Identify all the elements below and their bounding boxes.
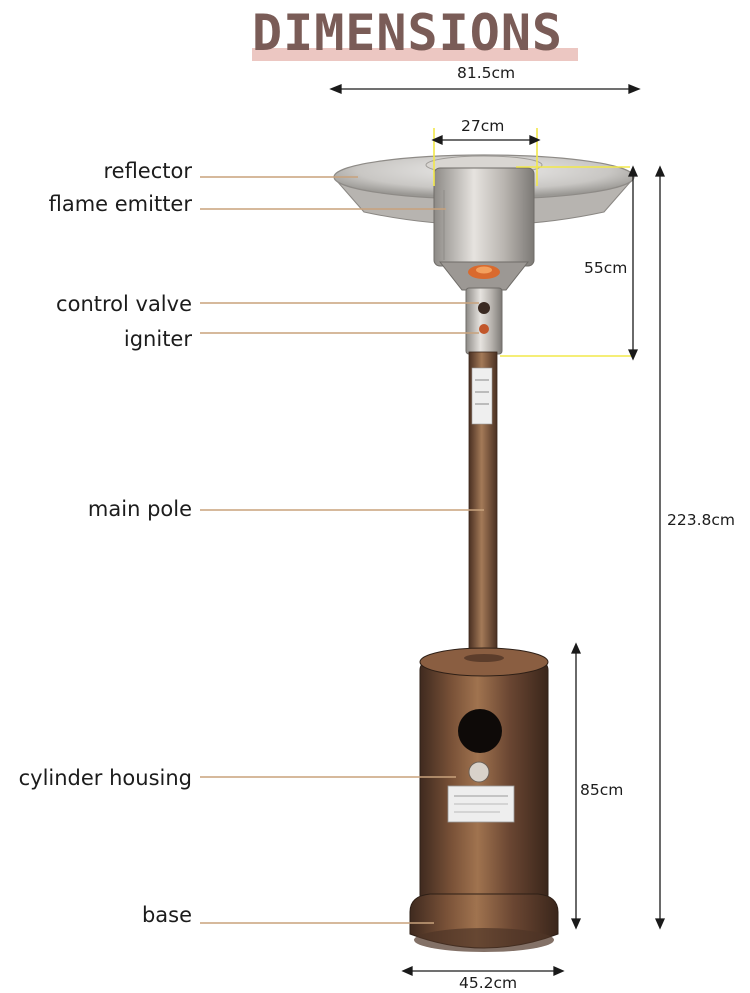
flame-emitter-shape: [433, 167, 535, 291]
page-title: DIMENSIONS: [252, 4, 564, 62]
base-shape: [409, 893, 559, 952]
cylinder-housing-shape: [419, 647, 549, 908]
dimension-emitter-width: 27cm: [461, 117, 505, 135]
label-igniter: igniter: [123, 327, 192, 351]
leader-lines: [200, 176, 484, 924]
valve-column-shape: [465, 287, 503, 355]
dimension-head-height: 55cm: [584, 259, 628, 277]
title-underline: [252, 48, 578, 61]
dimension-base-width: 45.2cm: [459, 974, 518, 992]
label-cylinder-housing: cylinder housing: [18, 766, 192, 790]
dimension-overall-width: 81.5cm: [457, 64, 516, 82]
label-main-pole: main pole: [87, 497, 192, 521]
dimension-total-height: 223.8cm: [667, 511, 735, 529]
reflector-shape: [333, 154, 635, 226]
label-reflector: reflector: [103, 159, 192, 183]
dimension-arrows: [329, 84, 666, 977]
dimension-housing-height: 85cm: [580, 781, 624, 799]
label-flame-emitter: flame emitter: [48, 192, 192, 216]
guide-lines: [433, 128, 632, 357]
label-base: base: [141, 903, 192, 927]
main-pole-shape: [468, 351, 498, 653]
label-control-valve: control valve: [56, 292, 192, 316]
